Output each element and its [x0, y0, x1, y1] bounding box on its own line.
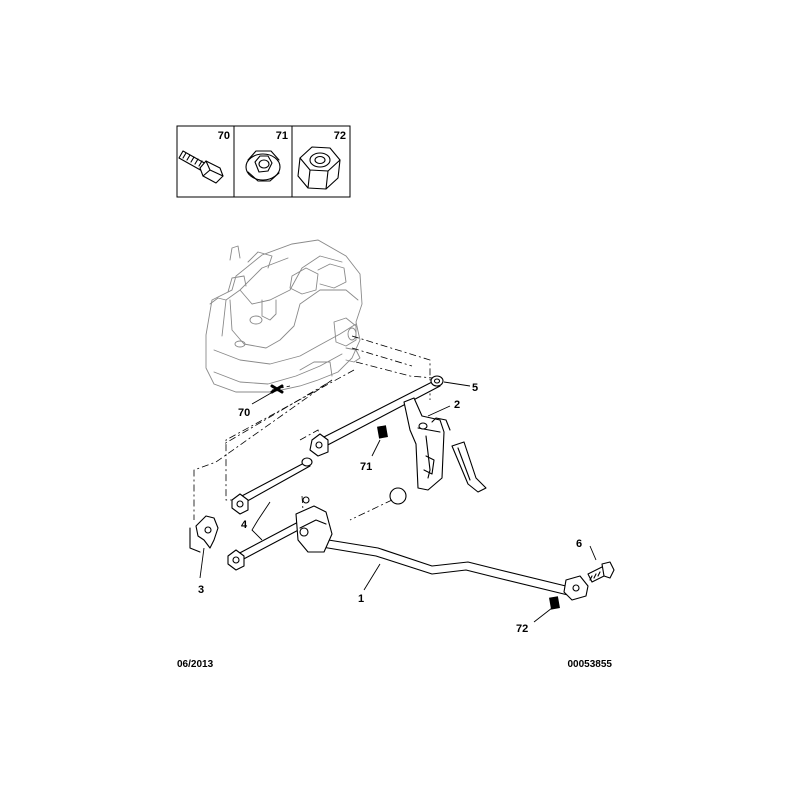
callout-70: 70 [238, 407, 250, 419]
lock-nut-icon [297, 146, 341, 190]
callout-1: 1 [358, 593, 364, 605]
callout-6: 6 [576, 538, 582, 550]
part-5-selector-rod [309, 375, 444, 457]
callout-2: 2 [454, 399, 460, 411]
reference-markers [270, 384, 560, 610]
legend-ref-71: 71 [276, 130, 288, 142]
part-6-bolt [587, 561, 615, 583]
callout-5: 5 [472, 382, 478, 394]
callout-leaders [199, 381, 597, 623]
callout-71: 71 [360, 461, 372, 473]
part-3-bracket [189, 515, 219, 553]
cage-nut-icon [245, 150, 281, 182]
gearbox-housing-ghost [205, 239, 363, 393]
legend-ref-72: 72 [334, 130, 346, 142]
legend-ref-70: 70 [218, 130, 230, 142]
callout-labels: 70 5 2 71 4 3 1 6 72 [198, 382, 582, 635]
fastener-legend: 70 71 72 [176, 125, 351, 198]
callout-72: 72 [516, 623, 528, 635]
footer-date: 06/2013 [177, 659, 214, 670]
footer-diagram-code: 00053855 [568, 659, 613, 670]
part-1-gear-lever-shaft [295, 505, 589, 601]
bolt-icon [178, 150, 224, 184]
callout-4: 4 [241, 519, 248, 531]
callout-3: 3 [198, 584, 204, 596]
part-2-lever-bracket [349, 397, 487, 521]
